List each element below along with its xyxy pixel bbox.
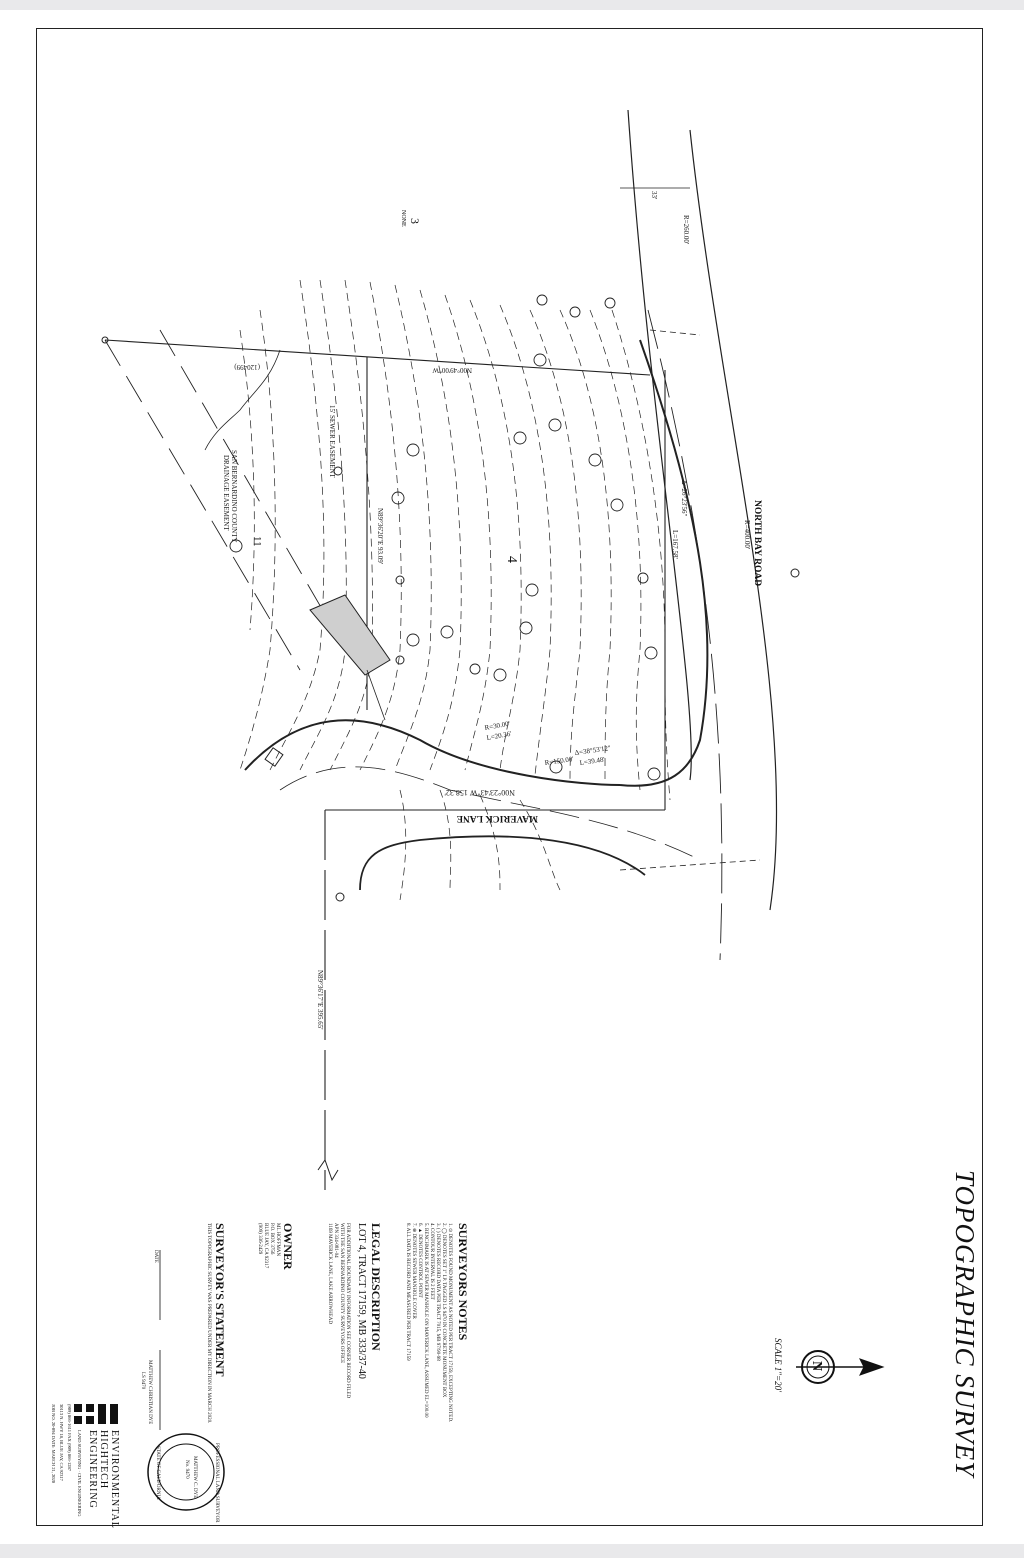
drawing-sheet: R=30.00' L=20.36' Δ=38°53'12" L=39.48' R… bbox=[0, 10, 1024, 1544]
notes-list: 1. ⊙ DENOTES FOUND MONUMENT AS NOTED PER… bbox=[404, 1223, 452, 1422]
lot-number: 11 bbox=[251, 536, 263, 547]
drainage-easement-line bbox=[204, 349, 281, 451]
easement-line bbox=[159, 329, 341, 641]
firm-name: HIGHTECH bbox=[98, 1430, 109, 1490]
road-centerline bbox=[279, 766, 701, 861]
page-title: TOPOGRAPHIC SURVEY bbox=[950, 1170, 980, 1478]
note-item: 1. ⊙ DENOTES FOUND MONUMENT AS NOTED PER… bbox=[447, 1223, 452, 1423]
firm-tagline: LAND SURVEYING · CIVIL ENGINEERING bbox=[77, 1430, 82, 1517]
seal-name: MATTHEW C. DYE bbox=[192, 1456, 197, 1499]
maverick-lane-edge bbox=[244, 719, 621, 786]
curve-label: N00°49'00"W bbox=[432, 366, 472, 374]
break-mark bbox=[317, 1158, 339, 1182]
structure-marker bbox=[264, 747, 284, 767]
surveyor-seal bbox=[147, 1433, 225, 1511]
legal-text: LOT 4, TRACT 17159, MB 333/37-40 bbox=[356, 1223, 367, 1379]
note-item: 2. ◯ DENOTES SET 1" I.P. TAGGED LS 9470 … bbox=[441, 1223, 446, 1398]
scale-label: SCALE 1"=20' bbox=[773, 1338, 783, 1393]
radius-label: R=260.00' bbox=[682, 215, 690, 244]
curve-label: L=167.58' bbox=[671, 530, 679, 559]
road-edge-line bbox=[627, 109, 692, 781]
curve-label: R=150.00' bbox=[544, 755, 574, 767]
lot-boundary-curve bbox=[619, 339, 709, 787]
owner-line: BLUE JAY, CA 92317 bbox=[263, 1223, 268, 1269]
signer-name: MATTHEW CHRISTIAN DYE bbox=[147, 1360, 152, 1425]
note-item: 7. ⊕ DENOTES SEWER MANHOLE COVER bbox=[411, 1223, 416, 1319]
seal-state: STATE OF CALIFORNIA bbox=[155, 1446, 160, 1500]
easement-label: DRAINAGE EASEMENT bbox=[222, 455, 230, 531]
legal-item: FOR ADDITIONAL BOUNDARY INFORMATION SEE … bbox=[345, 1223, 350, 1399]
firm-address: 30113 N. HWY 18, BLUE JAY, CA 92317 bbox=[59, 1404, 64, 1481]
record-reference: (120499) bbox=[234, 363, 260, 371]
north-bay-road-label: NORTH BAY ROAD bbox=[752, 500, 762, 586]
contour-lines bbox=[239, 279, 671, 901]
seal-outer-text: PROFESSIONAL LAND SURVEYOR bbox=[214, 1443, 219, 1523]
property-line bbox=[104, 339, 651, 376]
firm-phone: (909) 866-1611 FAX (909) 866-1287 bbox=[67, 1404, 72, 1471]
road-edge-line bbox=[689, 129, 778, 911]
legal-list: FOR ADDITIONAL BOUNDARY INFORMATION SEE … bbox=[326, 1223, 350, 1398]
bearing-label: N00°23'43"W 158.32' bbox=[444, 788, 515, 797]
north-arrow: N bbox=[796, 1350, 885, 1384]
monument-symbols bbox=[101, 336, 800, 902]
owner-line: ML HOFFMAN bbox=[275, 1223, 280, 1257]
legal-item: 1169 MAVERICK LANE, LAKE ARROWHEAD bbox=[327, 1223, 332, 1324]
setback-line bbox=[649, 329, 701, 336]
firm-name: ENGINEERING bbox=[87, 1430, 98, 1509]
statement-heading: SURVEYOR'S STATEMENT bbox=[213, 1223, 227, 1377]
dimension-label: 33' bbox=[650, 191, 658, 199]
lot-number: 3 bbox=[408, 218, 422, 224]
lot-number: NONE bbox=[400, 210, 406, 227]
curve-label: Δ=38°53'12" bbox=[574, 744, 611, 757]
curve-label: Δ=26°23'56" bbox=[680, 480, 688, 517]
statement-text: THIS TOPOGRAPHIC SURVEY WAS PREPARED UND… bbox=[206, 1223, 211, 1424]
radius-label: R=400.00' bbox=[743, 520, 751, 549]
legal-heading: LEGAL DESCRIPTION bbox=[369, 1223, 383, 1351]
curve-label: L=39.48' bbox=[579, 756, 605, 767]
house-footprint bbox=[309, 594, 391, 676]
maverick-lane-edge bbox=[359, 835, 646, 891]
notes-heading: SURVEYORS NOTES bbox=[456, 1223, 470, 1341]
easement-line bbox=[104, 339, 301, 671]
lot-number: 4 bbox=[504, 556, 519, 563]
maverick-lane-label: MAVERICK LANE bbox=[457, 813, 538, 823]
firm-logo-icon bbox=[74, 1404, 118, 1424]
sewer-easement-label: 15' SEWER EASEMENT bbox=[328, 405, 336, 479]
bearing-label: N89°36'20"E 93.09' bbox=[376, 508, 384, 564]
firm-job: JOB NO. 20-094 DATE: MARCH 21, 2020 bbox=[51, 1404, 56, 1484]
setback-line bbox=[619, 859, 761, 871]
signer-license: LS 9470 bbox=[140, 1372, 145, 1390]
owner-line: P.O. BOX 3756 bbox=[269, 1223, 274, 1255]
date-label: DATE bbox=[153, 1250, 158, 1263]
curve-label: L=20.36' bbox=[486, 730, 512, 742]
owner-block: ML HOFFMAN P.O. BOX 3756 BLUE JAY, CA 92… bbox=[256, 1223, 280, 1268]
firm-name: ENVIRONMENTAL bbox=[109, 1430, 120, 1529]
easement-label: SAN BERNARDINO COUNTY bbox=[230, 450, 238, 543]
drawing-border bbox=[36, 28, 983, 1526]
owner-heading: OWNER bbox=[281, 1223, 295, 1270]
survey-plan: R=30.00' L=20.36' Δ=38°53'12" L=39.48' R… bbox=[74, 109, 885, 1511]
driveway-line bbox=[366, 669, 386, 721]
road-centerline bbox=[647, 309, 723, 961]
seal-number: No. 9470 bbox=[184, 1460, 189, 1479]
note-item: 8. ALL DATA IS RECORD AND MEASURED PER T… bbox=[405, 1223, 410, 1361]
boulder-symbols bbox=[229, 294, 661, 781]
note-item: 5. BENCHMARK IS AT SEWER MANHOLE ON MAVE… bbox=[423, 1223, 428, 1418]
svg-text:N: N bbox=[809, 1361, 824, 1371]
bearing-label: N89°36'17"E 395.65' bbox=[316, 970, 324, 1030]
